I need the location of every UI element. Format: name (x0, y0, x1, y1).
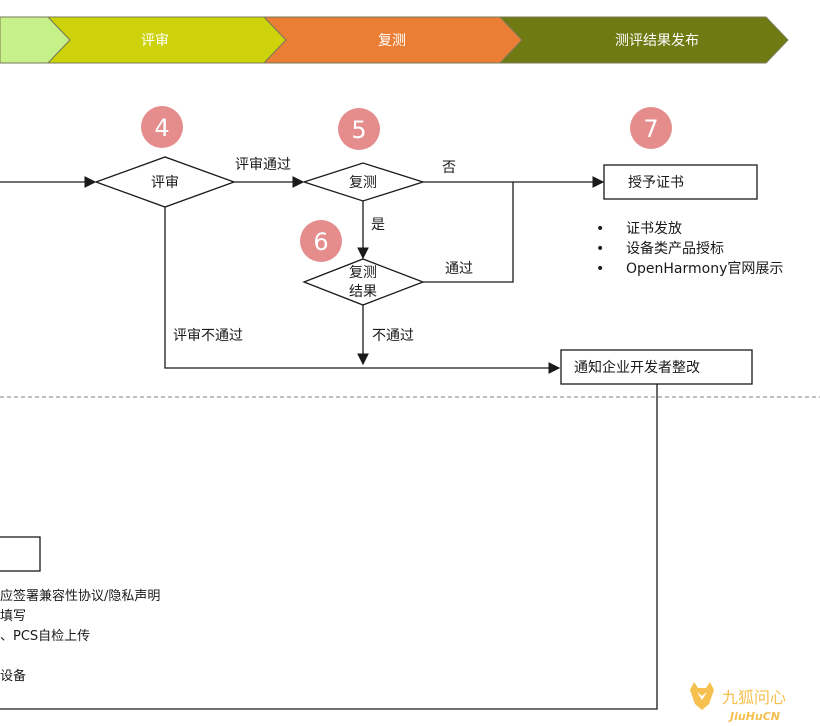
cert-bullet-2: 设备类产品授标 (626, 240, 724, 257)
bullet-dot: • (596, 241, 604, 257)
step-badge-7 (630, 107, 672, 149)
left-notes: 应签署兼容性协议/隐私声明 填写 、PCS自检上传 设备 (0, 588, 160, 684)
review-diamond (94, 156, 236, 208)
review-diamond-label: 评审 (151, 175, 179, 191)
connectors (0, 176, 658, 710)
bullet-dot: • (596, 261, 604, 277)
watermark-cn: 九狐问心 (722, 688, 786, 707)
phase-label-publish: 测评结果发布 (615, 33, 699, 49)
step-number-4: 4 (154, 114, 169, 142)
cert-box-rect (603, 164, 758, 200)
left-note-4: 设备 (0, 668, 26, 684)
watermark: 九狐问心 JiuHuCN (690, 682, 786, 723)
cert-box: 授予证书 (603, 164, 758, 200)
edge-labels: 评审通过 否 是 通过 不通过 评审不通过 (173, 157, 473, 344)
step-badges: 4 5 6 7 (141, 106, 672, 262)
result-diamond (302, 258, 425, 306)
step-badge-4 (141, 106, 183, 148)
review-decision: 评审 (94, 156, 236, 208)
bullet-dot: • (596, 221, 604, 237)
edge-label-retest-yes: 是 (371, 217, 385, 233)
line-rectify-return (0, 384, 658, 710)
partial-left-box (0, 536, 41, 572)
step-number-7: 7 (643, 115, 658, 143)
cert-bullet-3: OpenHarmony官网展示 (626, 261, 783, 277)
fox-logo-icon (690, 682, 714, 710)
phase-label-retest: 复测 (378, 32, 406, 49)
step-number-5: 5 (351, 116, 366, 144)
cert-bullet-list: • 证书发放 • 设备类产品授标 • OpenHarmony官网展示 (596, 221, 783, 277)
left-note-1: 应签署兼容性协议/隐私声明 (0, 588, 160, 604)
line-result-pass (423, 182, 514, 283)
phase-header: 评审 复测 测评结果发布 (0, 16, 789, 64)
edge-label-review-fail: 评审不通过 (173, 328, 243, 344)
step-badge-5 (338, 108, 380, 150)
phase-chevron-3 (498, 16, 789, 64)
result-diamond-label-1: 复测 (349, 264, 377, 281)
result-decision: 复测 结果 (302, 258, 425, 306)
retest-diamond (301, 162, 426, 202)
step-badge-6 (300, 220, 342, 262)
rectify-box: 通知企业开发者整改 (560, 349, 753, 385)
left-note-3: 、PCS自检上传 (0, 629, 90, 644)
watermark-en: JiuHuCN (728, 710, 780, 723)
phase-label-review: 评审 (141, 33, 169, 49)
cert-box-label: 授予证书 (628, 175, 684, 191)
arrow-review-fail (164, 207, 561, 374)
retest-decision: 复测 (301, 162, 426, 202)
edge-label-result-fail: 不通过 (372, 328, 414, 344)
edge-label-review-pass: 评审通过 (235, 157, 291, 173)
retest-diamond-label: 复测 (349, 174, 377, 191)
step-number-6: 6 (313, 228, 328, 256)
result-diamond-label-2: 结果 (349, 284, 377, 300)
rectify-box-label: 通知企业开发者整改 (574, 359, 700, 376)
rectify-box-rect (560, 349, 753, 385)
left-note-2: 填写 (0, 609, 26, 624)
edge-label-result-pass: 通过 (445, 261, 473, 277)
cert-bullet-1: 证书发放 (626, 221, 682, 237)
edge-label-retest-no: 否 (442, 160, 456, 176)
